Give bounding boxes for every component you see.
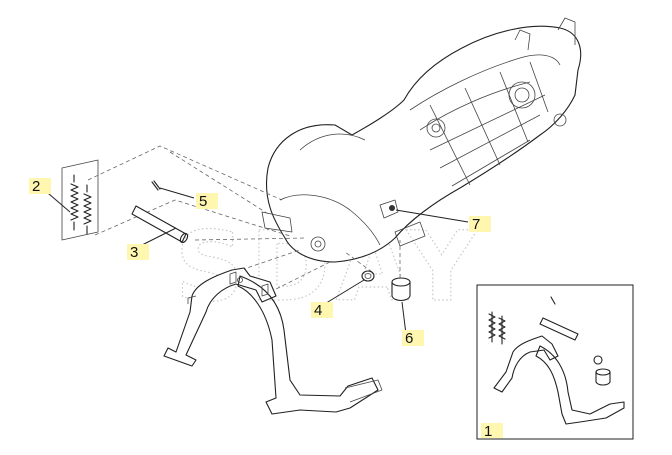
callout-7-label: 7 bbox=[472, 216, 480, 233]
callout-4-label: 4 bbox=[314, 302, 322, 319]
callout-3: 3 bbox=[127, 244, 149, 261]
callout-7: 7 bbox=[469, 216, 491, 233]
assembly-inset bbox=[476, 284, 634, 440]
callout-5-label: 5 bbox=[199, 193, 207, 210]
callout-6-label: 6 bbox=[405, 330, 413, 347]
callout-6: 6 bbox=[402, 330, 424, 347]
stand-shaft bbox=[131, 205, 189, 244]
engine-crankcase bbox=[261, 17, 582, 263]
callout-1-label: 1 bbox=[484, 423, 492, 440]
alignment-dashes bbox=[87, 145, 401, 293]
callout-3-label: 3 bbox=[130, 244, 138, 261]
washer bbox=[361, 270, 375, 282]
callout-2: 2 bbox=[29, 178, 51, 195]
centre-stand bbox=[163, 267, 383, 415]
spring-pair bbox=[61, 159, 99, 241]
pin bbox=[151, 180, 161, 191]
callout-2-label: 2 bbox=[32, 178, 40, 195]
callout-1: 1 bbox=[481, 423, 503, 440]
callout-4: 4 bbox=[311, 302, 333, 319]
rubber-stop bbox=[391, 277, 411, 302]
callout-5: 5 bbox=[196, 193, 218, 210]
